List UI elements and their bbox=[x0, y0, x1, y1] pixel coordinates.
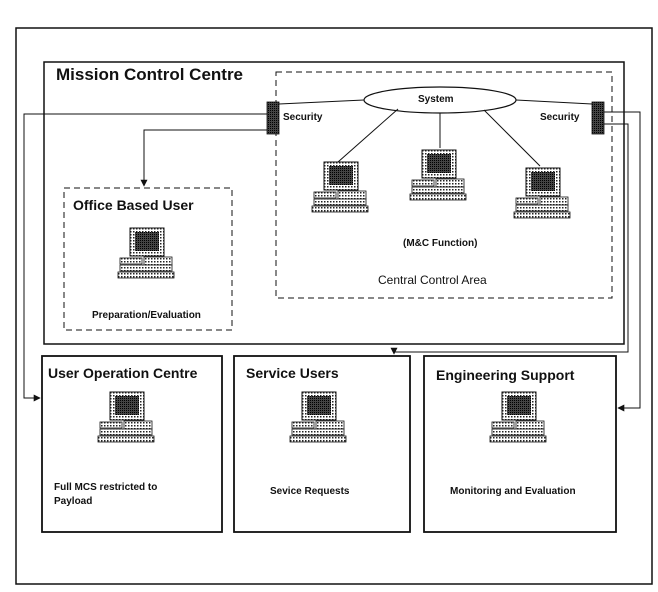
arrow-security-to-user-operation bbox=[23, 113, 267, 402]
central-control-area-box bbox=[275, 71, 613, 299]
engineering-title: Engineering Support bbox=[436, 367, 575, 383]
outer-frame bbox=[15, 27, 653, 585]
computer-icon-central-middle bbox=[409, 149, 467, 201]
mission-control-title: Mission Control Centre bbox=[56, 65, 244, 84]
security-gate-right-icon bbox=[591, 101, 605, 135]
service-users-box bbox=[233, 355, 411, 533]
engineering-support-box bbox=[423, 355, 617, 533]
office-user-title: Office Based User bbox=[73, 197, 194, 213]
office-user-caption: Preparation/Evaluation bbox=[92, 310, 201, 321]
computer-icon-service-users bbox=[289, 391, 347, 443]
user-operation-centre-box bbox=[41, 355, 223, 533]
arrow-security-to-service-users bbox=[390, 123, 629, 355]
mission-control-box bbox=[43, 61, 625, 345]
engineering-caption: Monitoring and Evaluation bbox=[450, 486, 576, 497]
arrow-security-to-office bbox=[140, 129, 267, 187]
computer-icon-office-user bbox=[117, 227, 175, 279]
user-operation-caption-line2: Payload bbox=[54, 496, 93, 507]
office-based-user-box bbox=[63, 187, 233, 331]
service-users-caption: Sevice Requests bbox=[270, 486, 350, 497]
security-right-label: Security bbox=[540, 112, 580, 123]
arrow-security-to-engineering bbox=[604, 111, 641, 412]
computer-icon-central-left bbox=[311, 161, 369, 213]
user-operation-caption-line1: Full MCS restricted to bbox=[54, 482, 158, 493]
user-operation-title: User Operation Centre bbox=[48, 365, 198, 381]
security-left-label: Security bbox=[283, 112, 323, 123]
system-label: System bbox=[418, 94, 454, 105]
central-control-area-label: Central Control Area bbox=[378, 273, 487, 287]
service-users-title: Service Users bbox=[246, 365, 339, 381]
computer-icon-user-operation bbox=[97, 391, 155, 443]
computer-icon-central-right bbox=[513, 167, 571, 219]
computer-icon-engineering bbox=[489, 391, 547, 443]
mc-function-label: (M&C Function) bbox=[403, 238, 478, 249]
security-gate-left-icon bbox=[266, 101, 280, 135]
